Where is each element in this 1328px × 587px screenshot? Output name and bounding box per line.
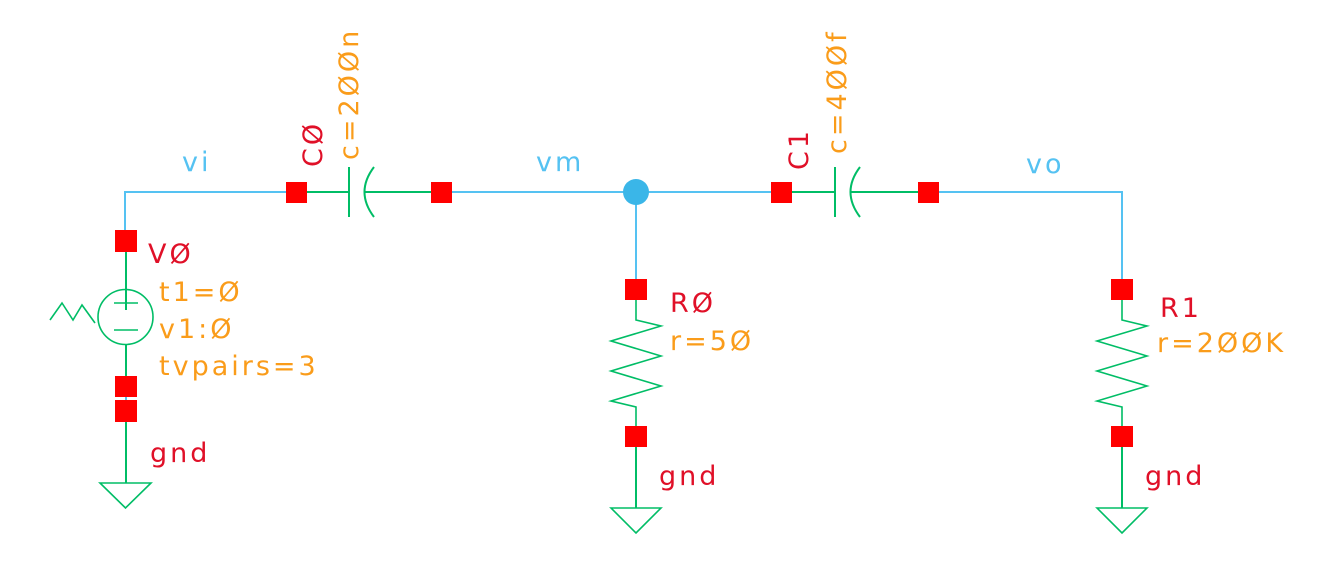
pin-c0-left[interactable] (286, 182, 307, 203)
r1-value-label[interactable]: r=2ØØK (1157, 328, 1287, 359)
vsource-prop-v1-label[interactable]: v1:Ø (159, 314, 235, 345)
pin-r0-top[interactable] (625, 279, 647, 300)
gnd-left-triangle-icon[interactable] (98, 482, 153, 510)
vsource-prop-t1-label[interactable]: t1=Ø (159, 277, 243, 308)
gnd-symbol-right[interactable] (1095, 446, 1149, 535)
gnd-right-label[interactable]: gnd (1145, 461, 1206, 492)
pin-c1-right[interactable] (918, 182, 939, 203)
c0-name-label[interactable]: CØ (298, 120, 329, 167)
r0-zigzag[interactable] (607, 300, 665, 426)
c1-value-label[interactable]: c=4ØØf (822, 29, 853, 154)
net-label-vm[interactable]: vm (536, 147, 585, 178)
net-wires (124, 191, 1123, 404)
r1-name-label[interactable]: R1 (1160, 293, 1202, 324)
pin-c1-left[interactable] (771, 182, 792, 203)
resistor-r1-symbol[interactable] (1093, 300, 1151, 426)
waveform-icon (49, 301, 96, 324)
pin-r1-top[interactable] (1111, 279, 1133, 300)
pin-r1-bottom[interactable] (1111, 426, 1133, 447)
vsource-v0-symbol[interactable] (49, 252, 154, 377)
r0-value-label[interactable]: r=5Ø (670, 326, 755, 357)
gnd-left-label[interactable]: gnd (150, 438, 211, 469)
pin-c0-right[interactable] (431, 182, 452, 203)
r1-zigzag[interactable] (1093, 300, 1151, 426)
junction-dot-vm[interactable] (623, 179, 649, 205)
c1-name-label[interactable]: C1 (784, 127, 815, 170)
gnd-symbol-left[interactable] (98, 422, 153, 510)
pin-v0-minus[interactable] (115, 376, 137, 397)
resistor-r0-symbol[interactable] (607, 300, 665, 426)
net-label-vi[interactable]: vi (182, 147, 212, 178)
net-label-vo[interactable]: vo (1026, 149, 1065, 180)
vsource-prop-tvpairs-label[interactable]: tvpairs=3 (159, 351, 319, 382)
pins (115, 182, 1133, 447)
capacitor-c1-symbol[interactable] (792, 166, 918, 218)
vsource-name-label[interactable]: VØ (148, 239, 194, 270)
gnd-right-triangle-icon[interactable] (1095, 507, 1149, 535)
pin-gnd-left[interactable] (115, 400, 137, 422)
gnd-middle-label[interactable]: gnd (659, 461, 720, 492)
r0-name-label[interactable]: RØ (670, 288, 717, 319)
capacitor-c0-symbol[interactable] (306, 166, 431, 218)
c0-value-label[interactable]: c=2ØØn (334, 27, 365, 160)
pin-v0-plus[interactable] (115, 230, 137, 252)
gnd-middle-triangle-icon[interactable] (609, 507, 663, 535)
pin-r0-bottom[interactable] (625, 426, 647, 447)
gnd-symbol-middle[interactable] (609, 446, 663, 535)
